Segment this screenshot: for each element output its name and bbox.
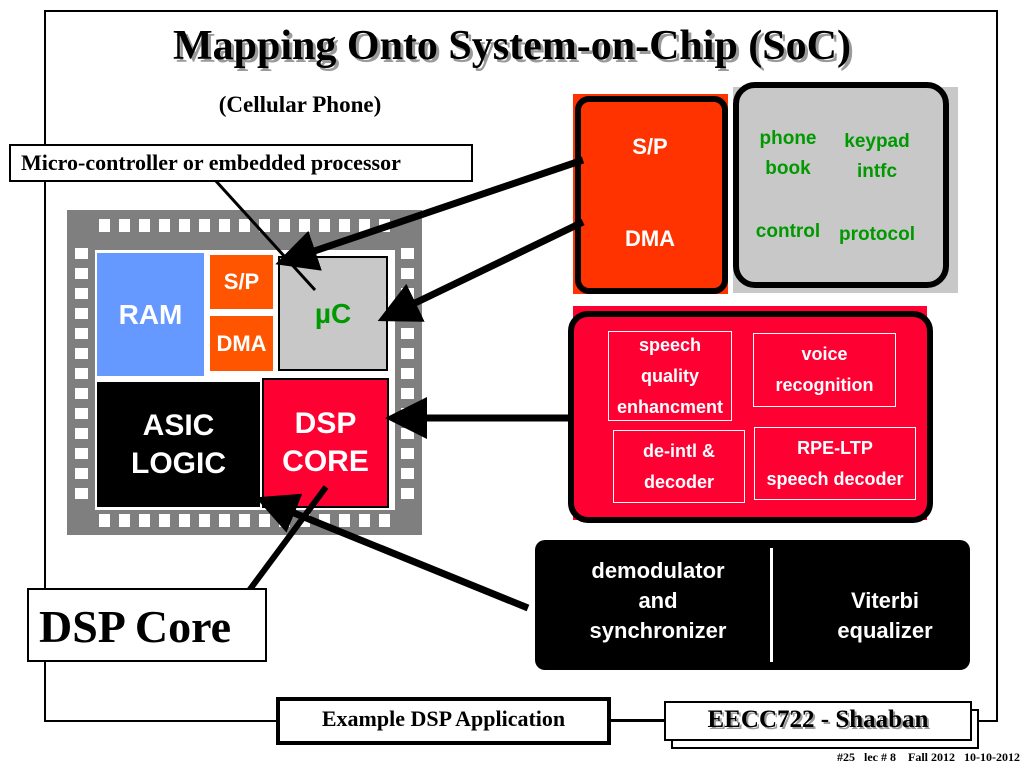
ram-block: RAM: [97, 253, 204, 376]
chip-pin: [179, 219, 190, 232]
demodulator-divider: [770, 548, 773, 662]
chip-pin: [279, 219, 290, 232]
chip-pin: [401, 348, 414, 359]
dma-label: DMA: [216, 330, 267, 356]
chip-pin: [75, 488, 88, 499]
microcontroller-callout: Micro-controller or embedded processor: [9, 144, 473, 182]
chip-pin: [75, 248, 88, 259]
control-label: control: [755, 221, 821, 242]
chip-pin: [239, 514, 250, 527]
chip-pin: [359, 219, 370, 232]
chip-pin: [75, 288, 88, 299]
viterbi-label: Viterbi equalizer: [837, 588, 933, 643]
chip-pin: [119, 514, 130, 527]
chip-pin: [401, 328, 414, 339]
chip-pin: [75, 428, 88, 439]
chip-pin: [139, 219, 150, 232]
control-block: [733, 82, 949, 288]
dsp-core-block: DSP CORE: [262, 378, 389, 508]
slide-subtitle: (Cellular Phone): [218, 92, 382, 117]
sp-dma-block-dma-label: DMA: [624, 226, 676, 251]
chip-pin: [259, 219, 270, 232]
chip-pin: [401, 268, 414, 279]
dsp-core-callout: DSP Core: [27, 588, 267, 662]
dsp-core-callout-line: [245, 485, 329, 594]
chip-pin: [319, 219, 330, 232]
phone-book-label: phone book: [759, 128, 817, 179]
chip-pin: [99, 514, 110, 527]
chip-pin: [99, 219, 110, 232]
asic-logic-block: ASIC LOGIC: [97, 382, 260, 507]
chip-pin: [401, 448, 414, 459]
speech-enhancement-box: speech quality enhancment: [608, 331, 732, 421]
slide-info: #25 lec # 8 Fall 2012 10-10-2012: [837, 750, 1020, 764]
chip-pin: [379, 514, 390, 527]
chip-pin: [75, 408, 88, 419]
asic-label-line2: LOGIC: [131, 446, 226, 480]
course-label: EECC722 - Shaaban: [664, 701, 972, 741]
chip-pin: [401, 368, 414, 379]
chip-pin: [299, 219, 310, 232]
chip-pin: [119, 219, 130, 232]
chip-pin: [401, 488, 414, 499]
voice-recognition-box: voice recognition: [753, 333, 896, 407]
chip-pin: [199, 514, 210, 527]
deintl-decoder-box: de-intl & decoder: [613, 430, 745, 503]
sp-mapping-arrow: [275, 156, 585, 271]
protocol-label: protocol: [839, 224, 915, 245]
rpe-ltp-decoder-box: RPE-LTP speech decoder: [754, 427, 916, 500]
sp-dma-block-sp-label: S/P: [632, 134, 668, 159]
sp-block: S/P: [210, 255, 273, 309]
chip-pin: [339, 514, 350, 527]
chip-pin: [75, 348, 88, 359]
chip-pin: [75, 468, 88, 479]
chip-pin: [75, 268, 88, 279]
microcontroller-block: µC: [278, 256, 388, 371]
uc-mapping-arrow: [377, 218, 585, 322]
chip-pin: [359, 514, 370, 527]
asic-label-line1: ASIC: [142, 408, 215, 442]
speech-block: [568, 311, 933, 523]
chip-pin: [219, 219, 230, 232]
chip-pin: [199, 219, 210, 232]
demodulator-block: [535, 540, 970, 670]
chip-pin: [401, 248, 414, 259]
chip-pin: [75, 388, 88, 399]
footer-label: Example DSP Application: [276, 697, 611, 745]
chip-pin: [75, 368, 88, 379]
chip-pin: [179, 514, 190, 527]
chip-pin: [139, 514, 150, 527]
chip-pin: [75, 328, 88, 339]
chip-pin: [219, 514, 230, 527]
keypad-intfc-label: keypad intfc: [844, 131, 910, 182]
demodulator-label: demodulator and synchronizer: [589, 558, 727, 643]
chip-pin: [75, 308, 88, 319]
chip-pin: [401, 388, 414, 399]
dma-block: DMA: [210, 316, 273, 371]
chip-pin: [159, 514, 170, 527]
chip-pin: [339, 219, 350, 232]
chip-pin: [159, 219, 170, 232]
footer-connector: [611, 719, 669, 721]
dsp-label-line1: DSP: [294, 407, 357, 440]
sp-dma-block: [575, 96, 728, 294]
uc-label: µC: [314, 297, 352, 329]
chip-pin: [319, 514, 330, 527]
micro-callout-line: [213, 178, 317, 292]
slide-title: Mapping Onto System-on-Chip (SoC): [173, 23, 851, 69]
dsp-label-line2: CORE: [282, 445, 369, 478]
chip-pin: [239, 219, 250, 232]
chip-pin: [401, 468, 414, 479]
sp-label: S/P: [223, 269, 260, 294]
ram-label: RAM: [118, 298, 183, 330]
chip-pin: [75, 448, 88, 459]
